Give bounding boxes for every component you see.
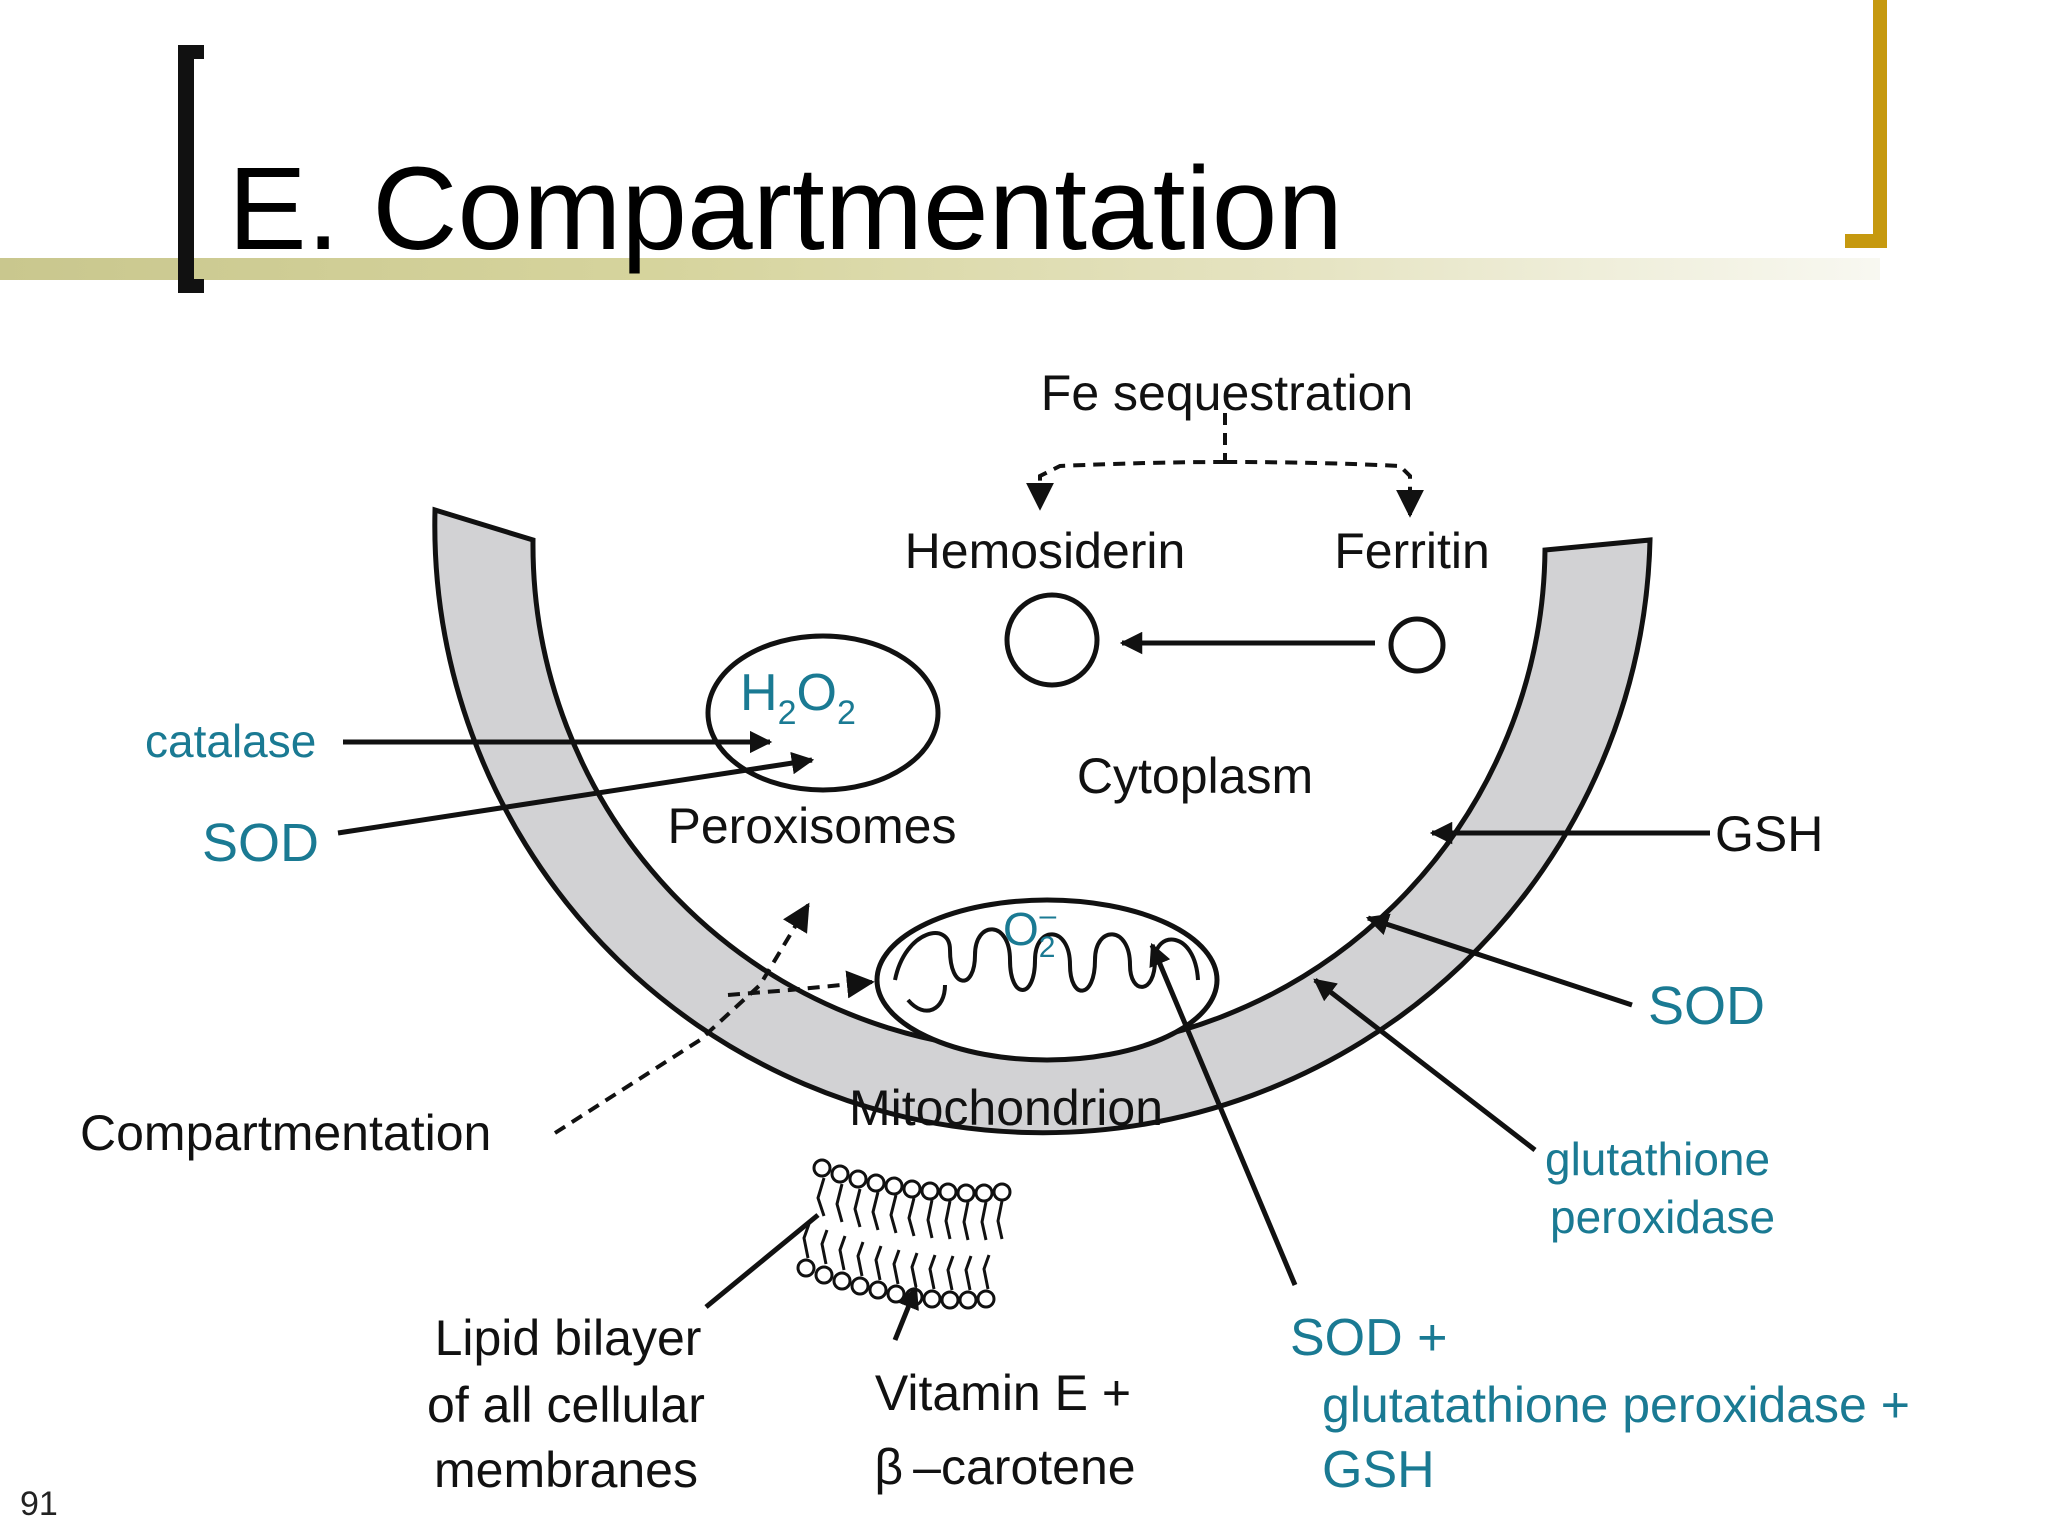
sod-right-label: SOD bbox=[1648, 976, 1765, 1036]
superoxide-label: O2– bbox=[1003, 899, 1056, 964]
fe-sequestration-label: Fe sequestration bbox=[1041, 365, 1413, 421]
mitochondrion bbox=[874, 897, 1220, 1063]
compartmentation-arrows bbox=[553, 902, 875, 1135]
right-bracket-decoration bbox=[1845, 0, 1887, 248]
peroxisomes-label: Peroxisomes bbox=[668, 798, 957, 854]
lipid-bilayer-patch bbox=[796, 1158, 1012, 1310]
sod-left-label: SOD bbox=[202, 813, 319, 873]
compartmentation-label: Compartmentation bbox=[80, 1105, 491, 1161]
cell-membrane bbox=[432, 506, 1653, 1136]
vitamin-e-label-1: Vitamin E + bbox=[875, 1365, 1131, 1421]
fe-sequestration-branches bbox=[1026, 413, 1424, 518]
cytoplasm-label: Cytoplasm bbox=[1077, 748, 1313, 804]
gsh-label: GSH bbox=[1715, 806, 1823, 862]
sod-combo-label-1: SOD + bbox=[1290, 1309, 1448, 1367]
action-arrows bbox=[337, 730, 1710, 1341]
hydrogen-peroxide-label: H2O2 bbox=[740, 664, 856, 732]
ferritin-label: Ferritin bbox=[1334, 523, 1490, 579]
mitochondrion-label: Mitochondrion bbox=[849, 1080, 1163, 1136]
slide-number: 91 bbox=[20, 1485, 58, 1523]
slide-title: E. Compartmentation bbox=[228, 143, 1343, 275]
ferritin-granule bbox=[1388, 616, 1446, 674]
lipid-bilayer-label-1: Lipid bilayer bbox=[435, 1310, 702, 1366]
glutathione-peroxidase-label-1: glutathione bbox=[1545, 1133, 1770, 1185]
lipid-bilayer-label-2: of all cellular bbox=[427, 1377, 705, 1433]
lipid-bilayer-label-3: membranes bbox=[434, 1442, 698, 1498]
sod-combo-label-2: glutatathione peroxidase + bbox=[1322, 1377, 1910, 1433]
glutathione-peroxidase-label-2: peroxidase bbox=[1550, 1191, 1775, 1243]
catalase-label: catalase bbox=[145, 715, 316, 767]
hemosiderin-label: Hemosiderin bbox=[905, 523, 1186, 579]
sod-combo-label-3: GSH bbox=[1322, 1441, 1435, 1499]
vitamin-e-label-2: β –carotene bbox=[874, 1439, 1135, 1495]
hemosiderin-granule bbox=[1004, 592, 1100, 688]
left-bracket-decoration bbox=[178, 45, 204, 293]
title-underline bbox=[0, 258, 1880, 280]
